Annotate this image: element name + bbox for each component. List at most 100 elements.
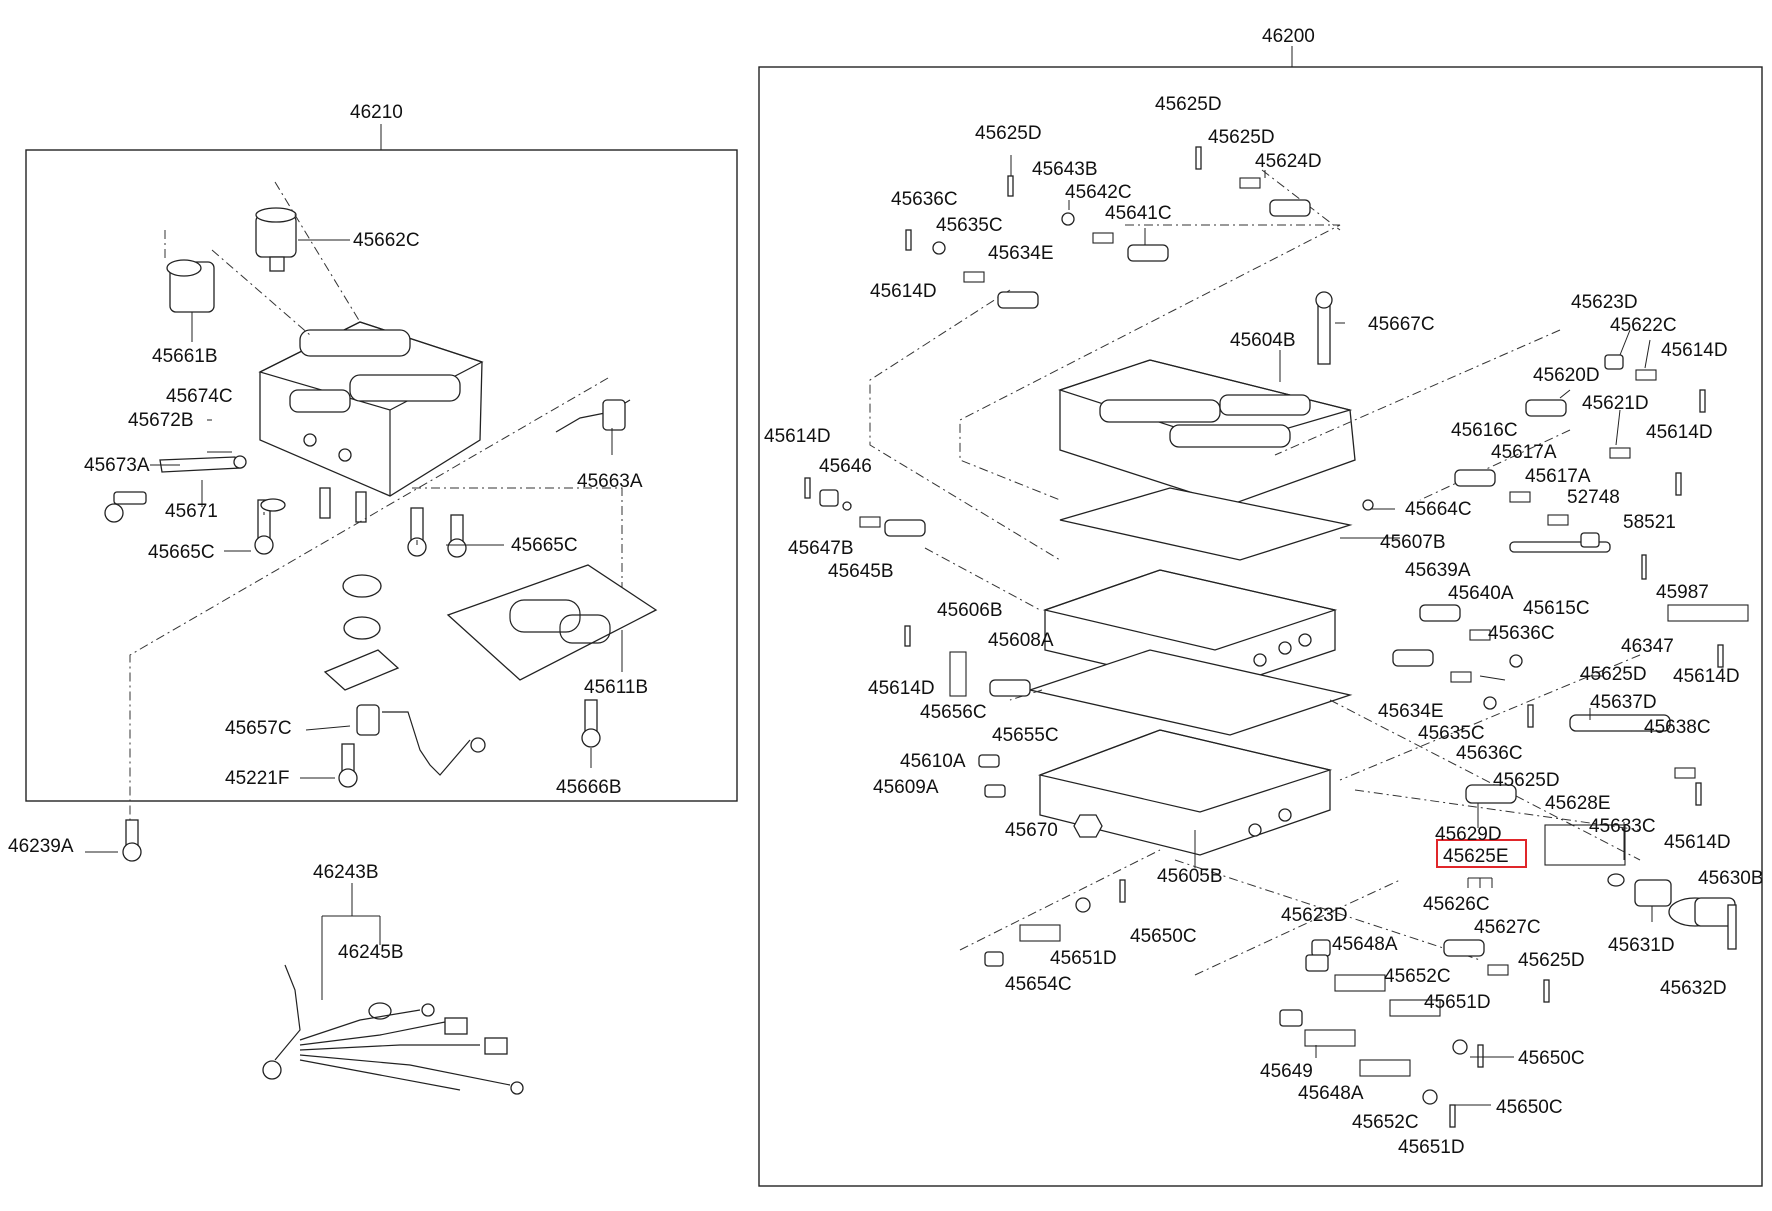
label-45650C-2: 45650C [1518, 1048, 1585, 1069]
left-leader-lines [85, 419, 623, 853]
left-part-labels: 45662C 45661B 45674C 45672B 45673A 45671… [84, 230, 648, 798]
label-45638C: 45638C [1644, 717, 1711, 738]
label-45646: 45646 [819, 456, 872, 477]
label-45636C-1: 45636C [891, 189, 958, 210]
label-45640A: 45640A [1448, 583, 1514, 604]
label-45650C-3: 45650C [1496, 1097, 1563, 1118]
label-58521: 58521 [1623, 512, 1676, 533]
label-45651D-2: 45651D [1424, 992, 1491, 1013]
label-45652C-2: 45652C [1352, 1112, 1419, 1133]
label-45987: 45987 [1656, 582, 1709, 603]
label-45625D-5: 45625D [1493, 770, 1560, 791]
label-45614D-2: 45614D [1661, 340, 1728, 361]
label-45614D-4: 45614D [764, 426, 831, 447]
label-45671: 45671 [165, 501, 218, 522]
label-45624D: 45624D [1255, 151, 1322, 172]
label-45617A-1: 45617A [1491, 442, 1557, 463]
label-45647B: 45647B [788, 538, 854, 559]
wire-harness-drawing [262, 883, 524, 1095]
label-45657C: 45657C [225, 718, 292, 739]
label-45221F: 45221F [225, 768, 289, 789]
label-45623D-2: 45623D [1281, 905, 1348, 926]
label-45616C: 45616C [1451, 420, 1518, 441]
label-45634E-1: 45634E [988, 243, 1054, 264]
label-45651D-1: 45651D [1050, 948, 1117, 969]
label-45609A: 45609A [873, 777, 939, 798]
label-45614D-6: 45614D [1673, 666, 1740, 687]
label-45633C: 45633C [1589, 816, 1656, 837]
label-45672B: 45672B [128, 410, 194, 431]
label-46239A: 46239A [8, 836, 74, 857]
label-45629D: 45629D [1435, 824, 1502, 845]
label-45643B: 45643B [1032, 159, 1098, 180]
label-45652C-1: 45652C [1384, 966, 1451, 987]
label-45639A: 45639A [1405, 560, 1471, 581]
label-45664C: 45664C [1405, 499, 1472, 520]
label-45614D-1: 45614D [870, 281, 937, 302]
label-45611B: 45611B [584, 677, 648, 698]
label-45623D-1: 45623D [1571, 292, 1638, 313]
label-45625D-4: 45625D [1580, 664, 1647, 685]
label-45635C-2: 45635C [1418, 723, 1485, 744]
label-45637D: 45637D [1590, 692, 1657, 713]
label-45630B: 45630B [1698, 868, 1764, 889]
label-46245B: 46245B [338, 942, 404, 963]
label-45605B: 45605B [1157, 866, 1223, 887]
label-45648A-1: 45648A [1332, 934, 1398, 955]
label-45614D-5: 45614D [868, 678, 935, 699]
right-part-labels: 45625D 45625D 45625D 45624D 45643B 45636… [764, 94, 1764, 1158]
right-leader-lines [1010, 155, 1653, 1106]
label-45651D-3: 45651D [1398, 1137, 1465, 1158]
label-45626C: 45626C [1423, 894, 1490, 915]
label-45667C: 45667C [1368, 314, 1435, 335]
label-45673A: 45673A [84, 455, 150, 476]
label-45656C: 45656C [920, 702, 987, 723]
label-45648A-2: 45648A [1298, 1083, 1364, 1104]
label-45607B: 45607B [1380, 532, 1446, 553]
label-45632D: 45632D [1660, 978, 1727, 999]
label-45670: 45670 [1005, 820, 1058, 841]
label-45610A: 45610A [900, 751, 966, 772]
label-52748: 52748 [1567, 487, 1620, 508]
label-45625D-3: 45625D [1208, 127, 1275, 148]
right-valve-body-drawing [869, 169, 1641, 976]
label-45625D-2: 45625D [975, 123, 1042, 144]
label-45628E: 45628E [1545, 793, 1611, 814]
label-45641C: 45641C [1105, 203, 1172, 224]
left-valve-body-drawing [104, 181, 658, 862]
label-45663A: 45663A [577, 471, 643, 492]
label-45655C: 45655C [992, 725, 1059, 746]
label-45661B: 45661B [152, 346, 218, 367]
label-46347: 46347 [1621, 636, 1674, 657]
label-45649: 45649 [1260, 1061, 1313, 1082]
label-45666B: 45666B [556, 777, 622, 798]
label-45622C: 45622C [1610, 315, 1677, 336]
label-45617A-2: 45617A [1525, 466, 1591, 487]
label-45636C-2: 45636C [1488, 623, 1555, 644]
label-45645B: 45645B [828, 561, 894, 582]
label-45606B: 45606B [937, 600, 1003, 621]
highlight-box-45625E [1436, 839, 1527, 868]
label-45614D-3: 45614D [1646, 422, 1713, 443]
label-45674C: 45674C [166, 386, 233, 407]
label-45627C: 45627C [1474, 917, 1541, 938]
label-45634E-2: 45634E [1378, 701, 1444, 722]
label-45654C: 45654C [1005, 974, 1072, 995]
label-45631D: 45631D [1608, 935, 1675, 956]
label-45662C: 45662C [353, 230, 420, 251]
right-assembly-frame [758, 66, 1763, 1187]
label-45614D-7: 45614D [1664, 832, 1731, 853]
label-45635C-1: 45635C [936, 215, 1003, 236]
label-45636C-3: 45636C [1456, 743, 1523, 764]
label-45625D-6: 45625D [1518, 950, 1585, 971]
label-46200: 46200 [1262, 26, 1315, 47]
label-45625E: 45625E [1443, 846, 1509, 867]
right-small-parts [804, 146, 1749, 1128]
label-45608A: 45608A [988, 630, 1054, 651]
label-46210: 46210 [350, 102, 403, 123]
label-45665C-a: 45665C [148, 542, 215, 563]
label-45665C-b: 45665C [511, 535, 578, 556]
assembly-labels: 46210 46200 46243B 46245B 46239A [8, 26, 1315, 963]
label-45625D-1: 45625D [1155, 94, 1222, 115]
